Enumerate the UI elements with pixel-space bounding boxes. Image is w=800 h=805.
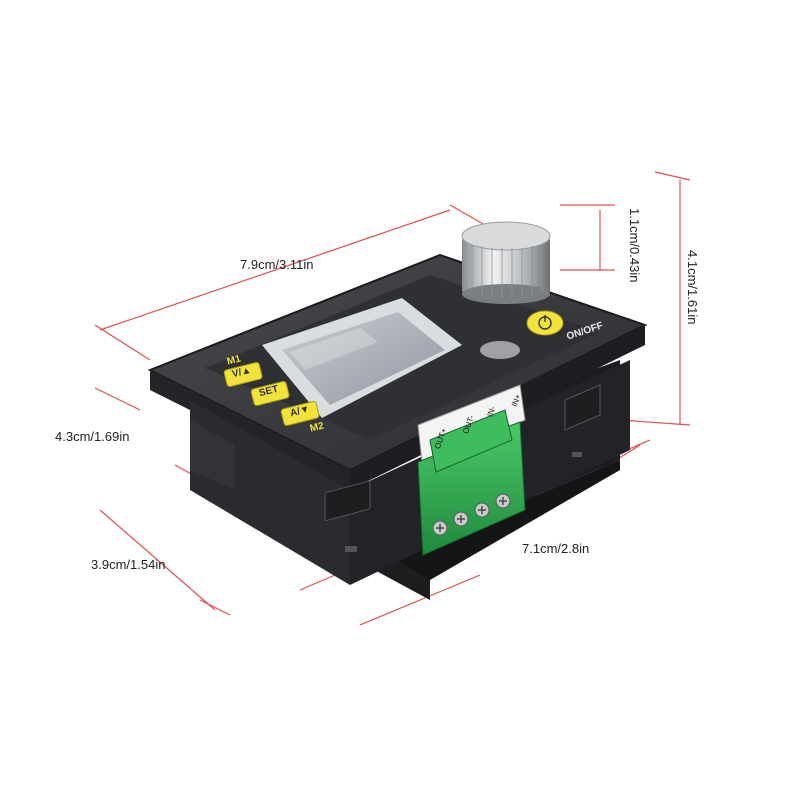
mount-slot-right — [572, 452, 582, 457]
a-down-button[interactable] — [280, 401, 320, 426]
dim-label-knob-height: 1.1cm/0.43in — [627, 208, 642, 283]
screen-glass — [282, 312, 445, 405]
control-buttons — [223, 362, 320, 426]
screen-reflection — [290, 328, 378, 370]
rotary-knob[interactable] — [461, 221, 551, 359]
dim-label-total-height: 4.1cm/1.61in — [685, 250, 700, 325]
dim-line-total-ext-bottom — [619, 419, 691, 426]
dim-line-length-top-ext-left — [94, 324, 151, 361]
dim-line-body-height — [99, 509, 216, 611]
dim-line-body-length-ext — [359, 574, 481, 626]
dim-label-length-top: 7.9cm/3.11in — [240, 257, 314, 272]
lcd-screen — [262, 298, 462, 418]
mount-tab-left — [190, 420, 235, 490]
set-button[interactable] — [250, 381, 290, 406]
v-up-button[interactable] — [223, 362, 263, 387]
terminal-green-top — [429, 409, 513, 473]
dim-line-body-ext-left — [199, 599, 231, 616]
mount-slot — [345, 546, 357, 552]
bezel-rim — [150, 370, 350, 490]
dim-line-total-ext-top — [654, 171, 691, 181]
dim-line-length-top-ext-right — [449, 204, 486, 226]
terminal-screws[interactable] — [432, 493, 511, 536]
dim-label-body-height: 3.9cm/1.54in — [91, 557, 166, 572]
dim-line-length-top — [99, 209, 451, 331]
side-clip-left — [324, 480, 371, 521]
dim-line-front-height — [94, 387, 141, 411]
dim-label-body-length: 7.1cm/2.8in — [522, 541, 590, 556]
case-bottom-side — [240, 450, 620, 580]
power-button[interactable] — [526, 310, 564, 336]
power-icon — [538, 315, 552, 330]
dim-label-front-height: 4.3cm/1.69in — [55, 429, 130, 444]
side-clip-right — [564, 384, 601, 431]
terminal-block — [417, 384, 526, 556]
